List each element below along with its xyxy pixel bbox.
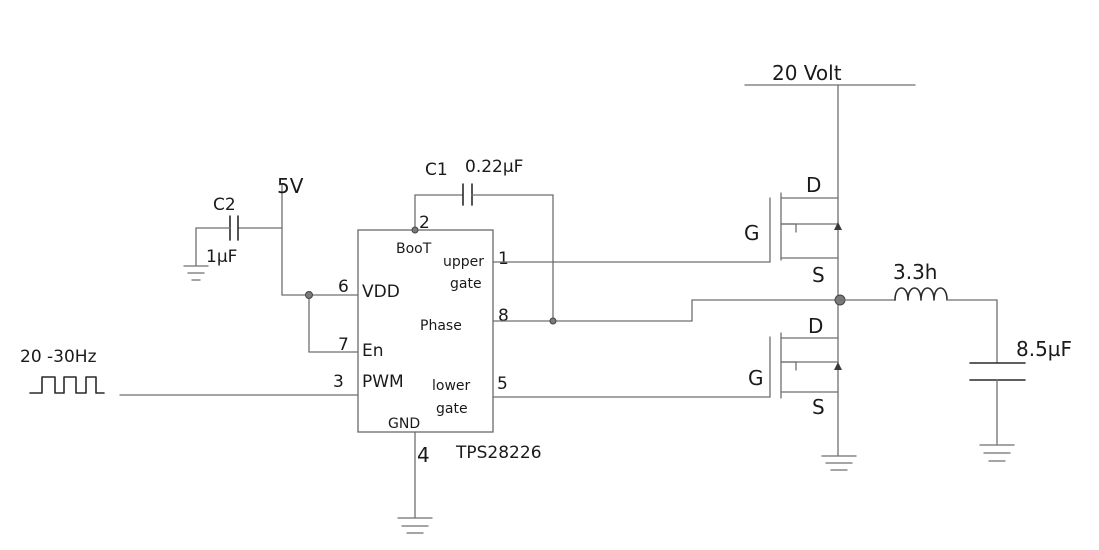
inductor-value-label: 3.3h — [893, 260, 937, 284]
capacitor-c2: C2 1µF — [195, 195, 283, 267]
pin-vdd-number: 6 — [338, 277, 349, 297]
pin-phase-number: 8 — [498, 306, 509, 326]
c1-value-label: 0.22µF — [465, 157, 523, 177]
upper-mosfet: D G S — [744, 84, 842, 301]
pin-lower-gate-number: 5 — [497, 374, 508, 394]
lower-mosfet: D G S — [748, 299, 842, 456]
junction-dot-vdd — [305, 291, 313, 299]
pin-upper-gate-number: 1 — [498, 249, 509, 269]
c2-value-label: 1µF — [206, 247, 237, 267]
lower-mosfet-source-label: S — [812, 395, 825, 419]
driver-ic-tps28226: 2 BooT upper gate 1 6 VDD Phase 8 7 En 3… — [333, 194, 542, 467]
logic-supply-5v: 5V — [277, 174, 359, 296]
upper-mosfet-gate-label: G — [744, 221, 760, 245]
pin-upper-gate-label-2: gate — [450, 276, 482, 292]
ground-symbol-c2 — [183, 265, 209, 281]
output-capacitor-value-label: 8.5µF — [1016, 337, 1072, 361]
supply-20v-label: 20 Volt — [772, 61, 842, 85]
pin-boot-label: BooT — [396, 241, 432, 257]
body-diode-icon — [834, 222, 842, 230]
ground-symbol-mosfet — [821, 455, 857, 471]
pin-gnd-number: 4 — [417, 443, 430, 467]
body-diode-icon — [834, 362, 842, 370]
square-wave-icon — [29, 376, 105, 394]
supply-rail-20v: 20 Volt — [744, 61, 916, 86]
supply-5v-label: 5V — [277, 174, 304, 198]
junction-dot-boot — [411, 226, 419, 234]
ic-part-label: TPS28226 — [455, 443, 542, 463]
c1-name-label: C1 — [425, 160, 448, 180]
pin-boot-number: 2 — [419, 213, 430, 233]
inductor: 3.3h — [839, 260, 998, 301]
pin-upper-gate-label-1: upper — [443, 254, 484, 270]
pin-en-label: En — [362, 341, 384, 361]
lower-mosfet-drain-label: D — [808, 314, 823, 338]
ground-symbol-output — [979, 444, 1015, 462]
output-capacitor: 8.5µF — [969, 299, 1072, 445]
input-frequency-label: 20 -30Hz — [20, 347, 97, 367]
pin-phase-label: Phase — [420, 318, 462, 334]
lower-mosfet-gate-label: G — [748, 366, 764, 390]
pin-gnd-label: GND — [388, 416, 420, 432]
ground-symbol-ic — [397, 431, 433, 534]
pin-lower-gate-label-2: gate — [436, 401, 468, 417]
upper-mosfet-drain-label: D — [806, 173, 821, 197]
upper-mosfet-source-label: S — [812, 263, 825, 287]
pin-lower-gate-label-1: lower — [432, 378, 471, 394]
c2-name-label: C2 — [213, 195, 236, 215]
capacitor-c1: C1 0.22µF — [414, 157, 554, 322]
pin-pwm-label: PWM — [362, 372, 404, 392]
pin-en-number: 7 — [338, 335, 349, 355]
pwm-input: 20 -30Hz — [20, 347, 359, 396]
vdd-en-wiring — [305, 291, 359, 353]
inductor-coil-icon — [894, 287, 948, 301]
phase-wire — [492, 299, 839, 325]
pin-pwm-number: 3 — [333, 372, 344, 392]
junction-dot-phase — [549, 317, 557, 325]
pin-vdd-label: VDD — [362, 282, 400, 302]
